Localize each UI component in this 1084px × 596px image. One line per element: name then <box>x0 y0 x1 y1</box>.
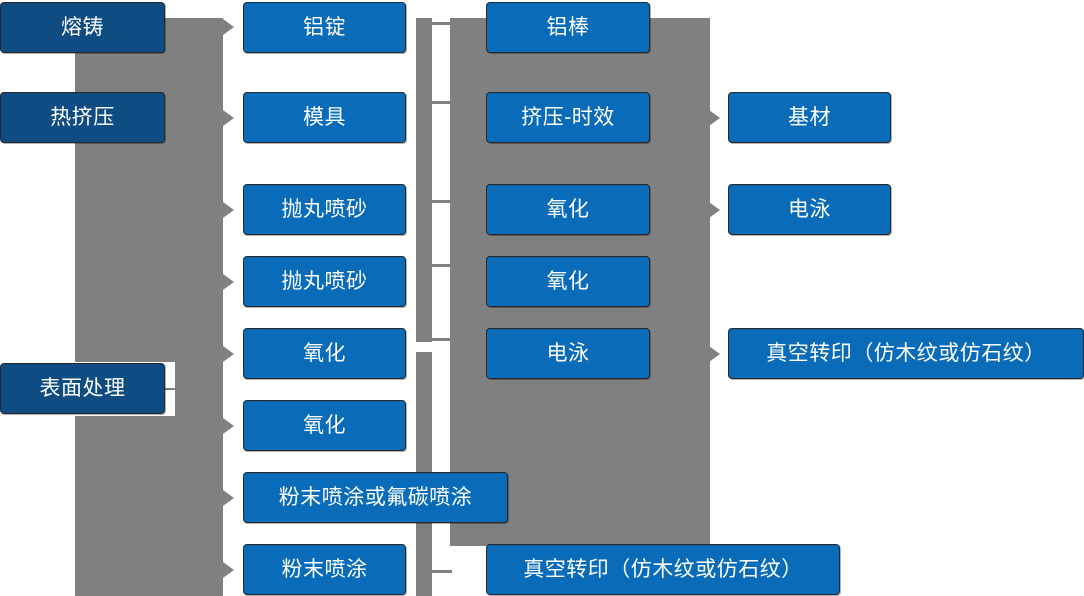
node-pb-2[interactable]: 挤压-时效 <box>486 92 650 143</box>
node-pa-3[interactable]: 抛丸喷砂 <box>243 184 406 235</box>
arrow-to-pa-5 <box>223 346 234 362</box>
node-pa-2[interactable]: 模具 <box>243 92 406 143</box>
connector-line-to-rs-2 <box>698 208 712 211</box>
node-pa-5-label: 氧化 <box>303 342 346 365</box>
node-pb-1[interactable]: 铝棒 <box>486 2 650 53</box>
node-pb-1-label: 铝棒 <box>546 16 590 39</box>
node-stage-1[interactable]: 熔铸 <box>0 2 165 53</box>
node-pa-7-label: 粉末喷涂或氟碳喷涂 <box>278 486 473 509</box>
node-rs-1-label: 基材 <box>788 106 831 129</box>
arrow-to-pa-8 <box>223 562 234 578</box>
arrow-to-pa-2 <box>223 110 234 126</box>
node-stage-3-label: 表面处理 <box>39 377 126 400</box>
node-stage-3[interactable]: 表面处理 <box>0 363 165 414</box>
node-pa-5[interactable]: 氧化 <box>243 328 406 379</box>
arrow-to-rs-3 <box>709 346 720 362</box>
connector-line-to-rs-3 <box>698 352 712 355</box>
node-pb-2-label: 挤压-时效 <box>521 106 615 129</box>
node-rs-2[interactable]: 电泳 <box>728 184 891 235</box>
node-pa-1[interactable]: 铝锭 <box>243 2 406 53</box>
node-pb-5-label: 电泳 <box>546 342 590 365</box>
node-rs-3-label: 真空转印（仿木纹或仿石纹） <box>766 342 1046 365</box>
node-pb-4-label: 氧化 <box>546 270 590 293</box>
node-pa-6[interactable]: 氧化 <box>243 400 406 451</box>
node-rs-3[interactable]: 真空转印（仿木纹或仿石纹） <box>728 328 1084 379</box>
node-pa-3-label: 抛丸喷砂 <box>281 198 368 221</box>
connector-tie-3 <box>430 200 452 203</box>
arrow-to-pa-6 <box>223 418 234 434</box>
node-pa-8-label: 粉末喷涂 <box>281 558 368 581</box>
node-pa-8[interactable]: 粉末喷涂 <box>243 544 406 595</box>
connector-tie-1 <box>430 22 452 25</box>
node-pa-1-label: 铝锭 <box>303 16 346 39</box>
arrow-to-pa-3 <box>223 202 234 218</box>
node-pa-4-label: 抛丸喷砂 <box>281 270 368 293</box>
node-stage-2[interactable]: 热挤压 <box>0 92 165 143</box>
arrow-to-pa-1 <box>223 19 234 35</box>
arrow-to-pa-7 <box>223 490 234 506</box>
connector-tie-6 <box>430 570 452 573</box>
connector-stub-melt-to-extrude <box>75 52 105 82</box>
node-pa-6-label: 氧化 <box>303 414 346 437</box>
connector-tie-2 <box>430 101 452 104</box>
node-pa-7[interactable]: 粉末喷涂或氟碳喷涂 <box>243 472 508 523</box>
arrow-to-rs-2 <box>709 202 720 218</box>
node-pb-3-label: 氧化 <box>546 198 590 221</box>
connector-tie-5 <box>430 338 452 341</box>
node-pb-3[interactable]: 氧化 <box>486 184 650 235</box>
node-pb-5[interactable]: 电泳 <box>486 328 650 379</box>
node-stage-2-label: 热挤压 <box>50 106 115 129</box>
node-pa-2-label: 模具 <box>303 106 346 129</box>
connector-line-to-rs-1 <box>698 116 712 119</box>
node-pb-4[interactable]: 氧化 <box>486 256 650 307</box>
node-rs-1[interactable]: 基材 <box>728 92 891 143</box>
node-pa-4[interactable]: 抛丸喷砂 <box>243 256 406 307</box>
node-rs-2-label: 电泳 <box>788 198 831 221</box>
node-pb-6[interactable]: 真空转印（仿木纹或仿石纹） <box>486 544 840 595</box>
connector-line-surface-treatment <box>163 388 185 390</box>
node-pb-6-label: 真空转印（仿木纹或仿石纹） <box>523 558 803 581</box>
node-stage-1-label: 熔铸 <box>61 16 104 39</box>
arrow-to-pa-4 <box>223 274 234 290</box>
connector-rail-left-process-a <box>416 18 432 342</box>
arrow-to-rs-1 <box>709 110 720 126</box>
connector-tie-4 <box>430 264 452 267</box>
